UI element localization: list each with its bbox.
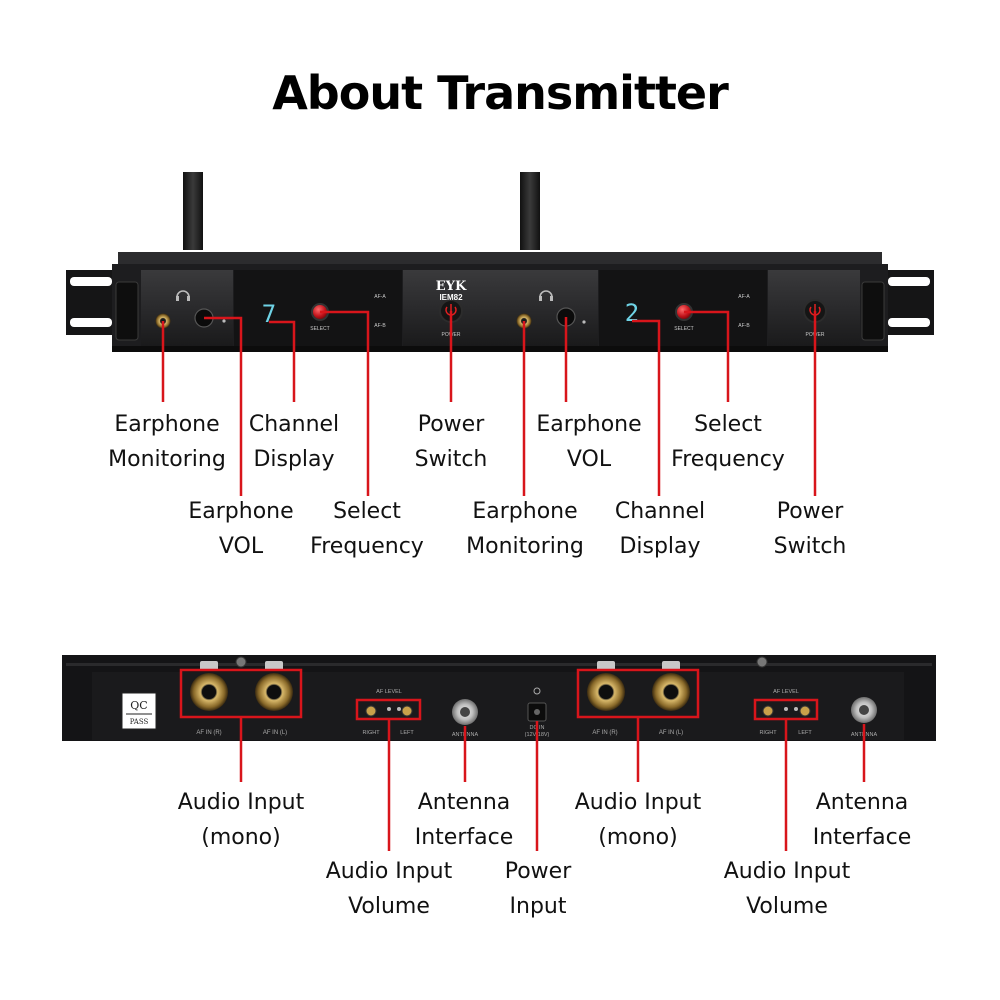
svg-text:QC: QC xyxy=(130,699,147,712)
front-callouts xyxy=(161,310,817,496)
handle-right xyxy=(861,281,885,341)
audio-level-trim-a[interactable] xyxy=(365,705,413,717)
headphone-icon xyxy=(176,290,190,301)
brand-logo: EYK xyxy=(436,279,467,294)
page-title: About Transmitter xyxy=(272,66,729,120)
svg-text:LEFT: LEFT xyxy=(798,730,812,736)
back-callouts xyxy=(179,668,866,851)
antenna-right xyxy=(520,172,540,250)
svg-text:SELECT: SELECT xyxy=(310,326,329,332)
svg-text:AF IN (R): AF IN (R) xyxy=(196,730,221,736)
svg-text:AF IN (L): AF IN (L) xyxy=(659,730,683,736)
svg-text:AF IN (L): AF IN (L) xyxy=(263,730,287,736)
label-audio-input-mono: Audio Input(mono) xyxy=(574,790,702,850)
svg-text:AF IN (R): AF IN (R) xyxy=(592,730,617,736)
audio-input-combo-b[interactable] xyxy=(587,661,690,711)
svg-text:PASS: PASS xyxy=(130,718,149,726)
front-panel: 7 SELECT AF-A AF-B POWER EYK IEM82 2 SEL… xyxy=(66,172,934,352)
antenna-left xyxy=(183,172,203,250)
svg-text:LEFT: LEFT xyxy=(400,730,414,736)
label-audio-input-mono: Audio Input(mono) xyxy=(177,790,305,850)
svg-text:AF LEVEL: AF LEVEL xyxy=(376,689,402,695)
model-label: IEM82 xyxy=(439,293,463,302)
headphone-icon xyxy=(539,290,553,301)
svg-text:AF-A: AF-A xyxy=(738,294,750,300)
qc-sticker xyxy=(121,692,157,730)
channel-display-a: 7 xyxy=(262,300,276,328)
svg-text:AF-B: AF-B xyxy=(374,323,386,329)
audio-level-trim-b[interactable] xyxy=(762,705,811,717)
svg-text:RIGHT: RIGHT xyxy=(362,730,380,736)
svg-text:AF-B: AF-B xyxy=(738,323,750,329)
svg-text:RIGHT: RIGHT xyxy=(759,730,777,736)
handle-left xyxy=(115,281,139,341)
svg-text:AF-A: AF-A xyxy=(374,294,386,300)
back-panel: QC PASS AF IN (R) AF IN (L) AF LEVEL RIG… xyxy=(62,655,936,741)
channel-display-b: 2 xyxy=(625,299,639,327)
svg-text:SELECT: SELECT xyxy=(674,326,693,332)
svg-text:AF LEVEL: AF LEVEL xyxy=(773,689,799,695)
audio-input-combo-a[interactable] xyxy=(190,661,293,711)
